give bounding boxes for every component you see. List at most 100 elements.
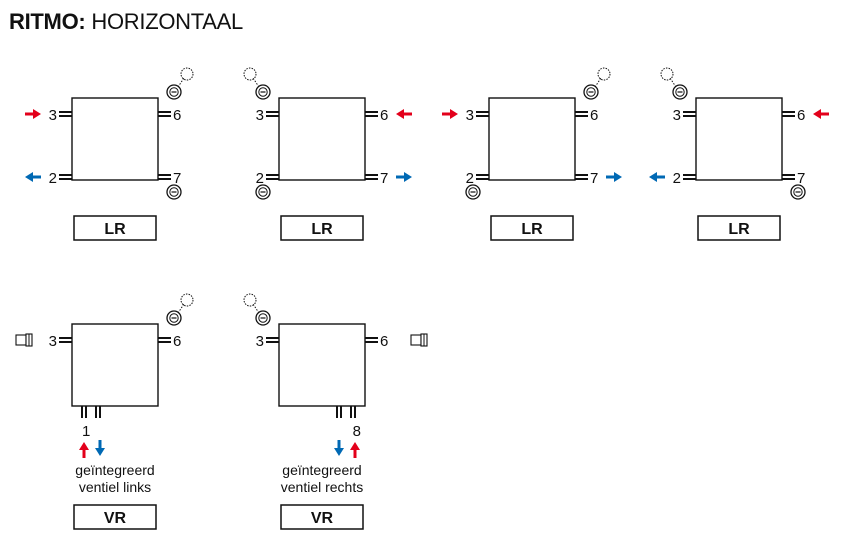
label-frame [280,215,364,241]
port-number: 6 [173,107,181,124]
page-title: RITMO:HORIZONTAAL [9,9,243,35]
port-number: 2 [466,170,474,187]
port-number: 7 [173,170,181,187]
arrow-left-icon [396,109,404,119]
radiator-body [278,97,366,181]
plug-inner [169,187,179,197]
vent-cap [597,67,611,81]
caption-line-2: ventiel rechts [281,479,363,495]
port-number: 2 [673,170,681,187]
arrow-left-icon [649,172,657,182]
plug-inner [675,87,685,97]
vent-cap-icon [660,67,688,100]
arrow-right-icon [614,172,622,182]
port-number: 8 [353,423,361,440]
label-lr-4: LR [697,215,781,241]
radiator-config-lr-3: 3 2 6 7LR [442,67,622,241]
arrow-down-icon [95,448,105,456]
arrow-right-icon [404,172,412,182]
radiator-body [488,97,576,181]
label-frame [280,504,364,530]
label-frame [490,215,574,241]
port-number: 3 [49,333,57,350]
drain-plug-icon [255,184,271,200]
port-number: 6 [380,107,388,124]
label-lr-2: LR [280,215,364,241]
port-number: 6 [380,333,388,350]
port-number: 3 [466,107,474,124]
drain-plug-icon [790,184,806,200]
port-number: 3 [256,333,264,350]
label-frame [697,215,781,241]
drain-plug-icon [255,84,271,100]
port-number: 3 [673,107,681,124]
plug-inner [258,187,268,197]
label-text: LR [104,221,126,238]
label-text: LR [311,221,333,238]
vent-cap [180,67,194,81]
caption-line-1: geïntegreerd [75,462,154,478]
radiator-body [695,97,783,181]
port-number: 2 [49,170,57,187]
vent-cap-icon [166,293,194,326]
label-text: LR [521,221,543,238]
arrow-up-icon [350,442,360,450]
drain-plug-icon [465,184,481,200]
drain-plug-icon [583,84,599,100]
plug-inner [586,87,596,97]
drain-plug-icon [166,184,182,200]
label-frame [73,215,157,241]
valve-body [15,334,27,346]
vent-stem [252,77,260,88]
port-number: 1 [82,423,90,440]
port-number: 7 [797,170,805,187]
vent-cap-icon [583,67,611,100]
plug-inner [258,87,268,97]
vent-stem [252,303,260,314]
label-frame [73,504,157,530]
port-number: 6 [797,107,805,124]
vent-cap [180,293,194,307]
vent-cap-icon [243,67,271,100]
drain-plug-icon [166,310,182,326]
port-number: 6 [173,333,181,350]
arrow-down-icon [334,448,344,456]
label-vr-1: VR [73,504,157,530]
port-number: 3 [49,107,57,124]
label-vr-2: VR [280,504,364,530]
caption-line-2: ventiel links [79,479,151,495]
label-lr-1: LR [73,215,157,241]
plug-inner [793,187,803,197]
plug-inner [468,187,478,197]
valve-fitting-icon [410,333,428,347]
vent-cap [243,293,257,307]
drain-plug-icon [166,84,182,100]
plug-inner [169,87,179,97]
radiator-body [278,323,366,407]
arrow-left-icon [813,109,821,119]
arrow-up-icon [79,442,89,450]
vent-cap-icon [243,293,271,326]
caption-line-1: geïntegreerd [282,462,361,478]
vent-stem [594,77,602,88]
arrow-right-icon [33,109,41,119]
drain-plug-icon [672,84,688,100]
arrow-left-icon [25,172,33,182]
label-text: LR [728,221,750,238]
vent-cap-icon [166,67,194,100]
plug-inner [169,313,179,323]
title-bold: RITMO: [9,9,86,34]
valve-fitting-icon [15,333,33,347]
drain-plug-icon [255,310,271,326]
radiator-body [71,323,159,407]
vent-stem [177,303,185,314]
port-number: 7 [590,170,598,187]
port-number: 6 [590,107,598,124]
port-number: 3 [256,107,264,124]
vent-stem [177,77,185,88]
radiator-config-lr-4: 3 2 6 7LR [649,67,829,241]
label-lr-3: LR [490,215,574,241]
